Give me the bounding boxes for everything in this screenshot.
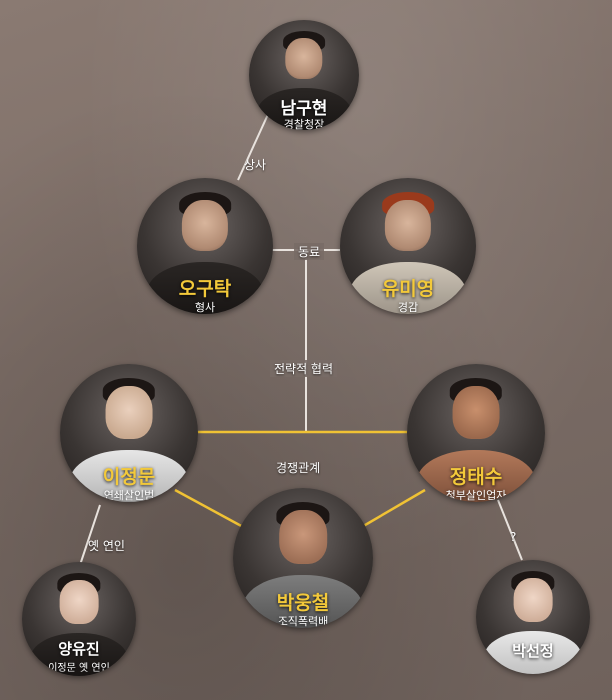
character-jung: 정태수 청부살인업자	[407, 364, 545, 502]
relation-unknown-label: ?	[510, 530, 517, 544]
relation-boss-label: 상사	[244, 158, 267, 172]
character-yang: 양유진 이정문 옛 연인	[22, 562, 136, 676]
link-jung-park	[359, 488, 426, 530]
name-yang: 양유진	[58, 640, 100, 658]
relation-strategic-label: 전략적 협력	[270, 360, 338, 377]
link-lee-yang	[79, 504, 101, 566]
role-park: 조직폭력배	[277, 615, 329, 628]
character-parksj: 박선정	[476, 560, 590, 674]
character-lee: 이정문 연쇄살인범	[60, 364, 198, 502]
name-oh: 오구탁	[178, 278, 232, 300]
relation-colleague-label: 동료	[294, 243, 325, 260]
character-nam: 남구현 경찰청장	[249, 20, 359, 130]
name-lee: 이정문	[102, 466, 156, 488]
role-oh: 형사	[194, 301, 216, 314]
name-park: 박웅철	[276, 592, 330, 614]
name-nam: 남구현	[280, 99, 328, 119]
name-yu: 유미영	[381, 278, 435, 300]
link-jung-parksj	[497, 499, 523, 561]
name-jung: 정태수	[449, 466, 503, 488]
character-oh: 오구탁 형사	[137, 178, 273, 314]
role-jung: 청부살인업자	[445, 489, 507, 502]
role-lee: 연쇄살인범	[103, 489, 155, 502]
role-nam: 경찰청장	[283, 118, 325, 130]
relation-ex-label: 옛 연인	[88, 539, 125, 553]
character-yu: 유미영 경감	[340, 178, 476, 314]
name-parksj: 박선정	[512, 642, 554, 660]
role-yu: 경감	[397, 301, 419, 314]
relation-rivalry-label: 경쟁관계	[276, 461, 321, 475]
character-park: 박웅철 조직폭력배	[233, 488, 373, 628]
role-yang: 이정문 옛 연인	[48, 663, 110, 674]
